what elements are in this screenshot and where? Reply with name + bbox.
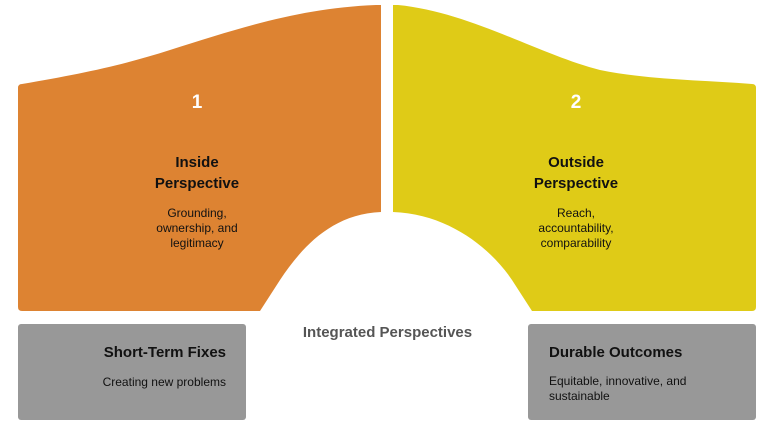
- outside-title-line2: Perspective: [533, 175, 619, 192]
- durable-desc-line2: sustainable: [549, 389, 610, 403]
- short-term-fixes-box: Short-Term Fixes Creating new problems: [18, 324, 246, 420]
- inside-desc-line3: legitimacy: [170, 236, 224, 250]
- inside-desc-line2: ownership, and: [156, 221, 238, 235]
- outside-perspective-shape: [393, 5, 756, 311]
- outside-desc-line3: comparability: [540, 236, 612, 250]
- inside-title-line1: Inside: [175, 154, 219, 171]
- short-term-desc: Creating new problems: [102, 375, 226, 389]
- outside-desc-line1: Reach,: [556, 206, 596, 220]
- outside-title-line1: Outside: [548, 154, 604, 171]
- inside-desc-line1: Grounding,: [167, 206, 227, 220]
- short-term-title: Short-Term Fixes: [103, 344, 226, 361]
- durable-title: Durable Outcomes: [549, 344, 683, 361]
- durable-desc-line1: Equitable, innovative, and: [549, 374, 687, 388]
- inside-number: 1: [191, 92, 203, 113]
- inside-title-line2: Perspective: [154, 175, 240, 192]
- durable-desc: Equitable, innovative, and sustainable: [549, 374, 686, 404]
- center-label: Integrated Perspectives: [302, 324, 473, 341]
- outside-title: Outside Perspective: [496, 152, 656, 194]
- outside-desc-line2: accountability,: [538, 221, 614, 235]
- inside-description: Grounding, ownership, and legitimacy: [137, 206, 257, 251]
- outside-description: Reach, accountability, comparability: [516, 206, 636, 251]
- durable-outcomes-box: Durable Outcomes Equitable, innovative, …: [528, 324, 756, 420]
- outside-number: 2: [570, 92, 582, 113]
- inside-title: Inside Perspective: [117, 152, 277, 194]
- inside-perspective-shape: [18, 5, 381, 311]
